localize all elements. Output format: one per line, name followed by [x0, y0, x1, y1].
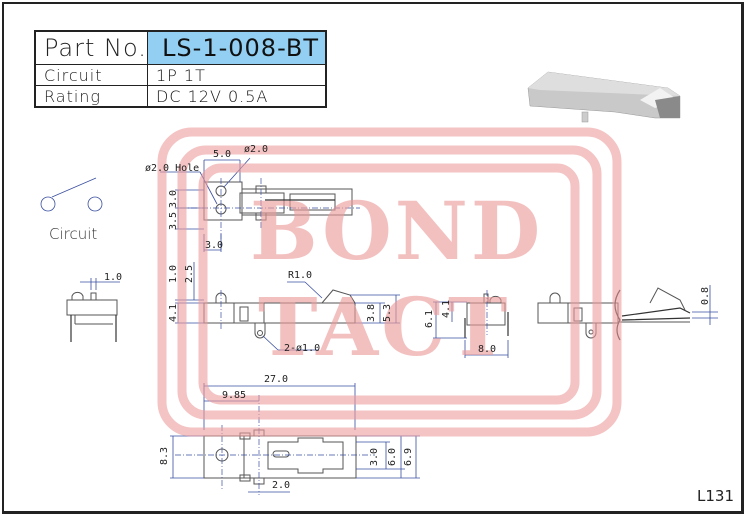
circuit-symbol-label: Circuit	[49, 225, 98, 243]
dim-h30: 3.0	[369, 447, 380, 466]
drawing-frame	[2, 2, 744, 514]
watermark-line-2: TACT	[258, 280, 511, 374]
rating-value: DC 12V 0.5A	[147, 85, 327, 108]
dim-h2: 3.5	[168, 211, 179, 230]
dim-pin: 1.0	[104, 272, 123, 283]
circuit-label: Circuit	[34, 64, 148, 86]
dim-h1: 3.0	[168, 189, 179, 208]
dim-d3: 4.1	[168, 303, 179, 322]
dim-hole-label: ø2.0 Hole	[145, 163, 200, 174]
dim-w20: 2.0	[272, 480, 291, 491]
dim-h61: 6.1	[424, 309, 435, 328]
left-end-view	[66, 278, 120, 342]
drawing-code: L131	[697, 487, 734, 505]
top-view	[160, 157, 360, 252]
spec-row-rating: Rating DC 12V 0.5A	[34, 85, 327, 108]
dim-gap: 0.8	[700, 286, 711, 305]
part-no-label: Part No.	[34, 30, 148, 65]
watermark-line-1: BOND	[250, 184, 544, 278]
dim-holes: 2-ø1.0	[284, 343, 321, 354]
dim-d2: 2.5	[184, 264, 195, 283]
dim-d1: 1.0	[168, 264, 179, 283]
dim-h60: 6.0	[387, 447, 398, 466]
spec-table: Part No. LS-1-008-BT Circuit 1P 1T Ratin…	[34, 30, 327, 108]
dim-h69: 6.9	[403, 447, 414, 466]
dim-radius: R1.0	[288, 270, 313, 281]
dim-offset-985: 9.85	[222, 390, 247, 401]
end-view	[433, 290, 509, 358]
product-render-image	[527, 71, 681, 123]
dim-h83: 8.3	[159, 446, 170, 465]
spec-row-circuit: Circuit 1P 1T	[34, 64, 327, 86]
side-view	[175, 262, 400, 351]
dim-hole-diameter: ø2.0	[244, 144, 269, 155]
dim-width-5: 5.0	[213, 149, 232, 160]
dim-h41: 4.1	[441, 299, 452, 318]
dim-w80: 8.0	[478, 344, 497, 355]
dim-h38: 3.8	[366, 303, 377, 322]
dim-length: 27.0	[264, 374, 289, 385]
circuit-value: 1P 1T	[147, 64, 327, 86]
circuit-symbol	[40, 177, 103, 212]
dim-offset: 3.0	[205, 240, 224, 251]
dim-h53: 5.3	[382, 303, 393, 322]
